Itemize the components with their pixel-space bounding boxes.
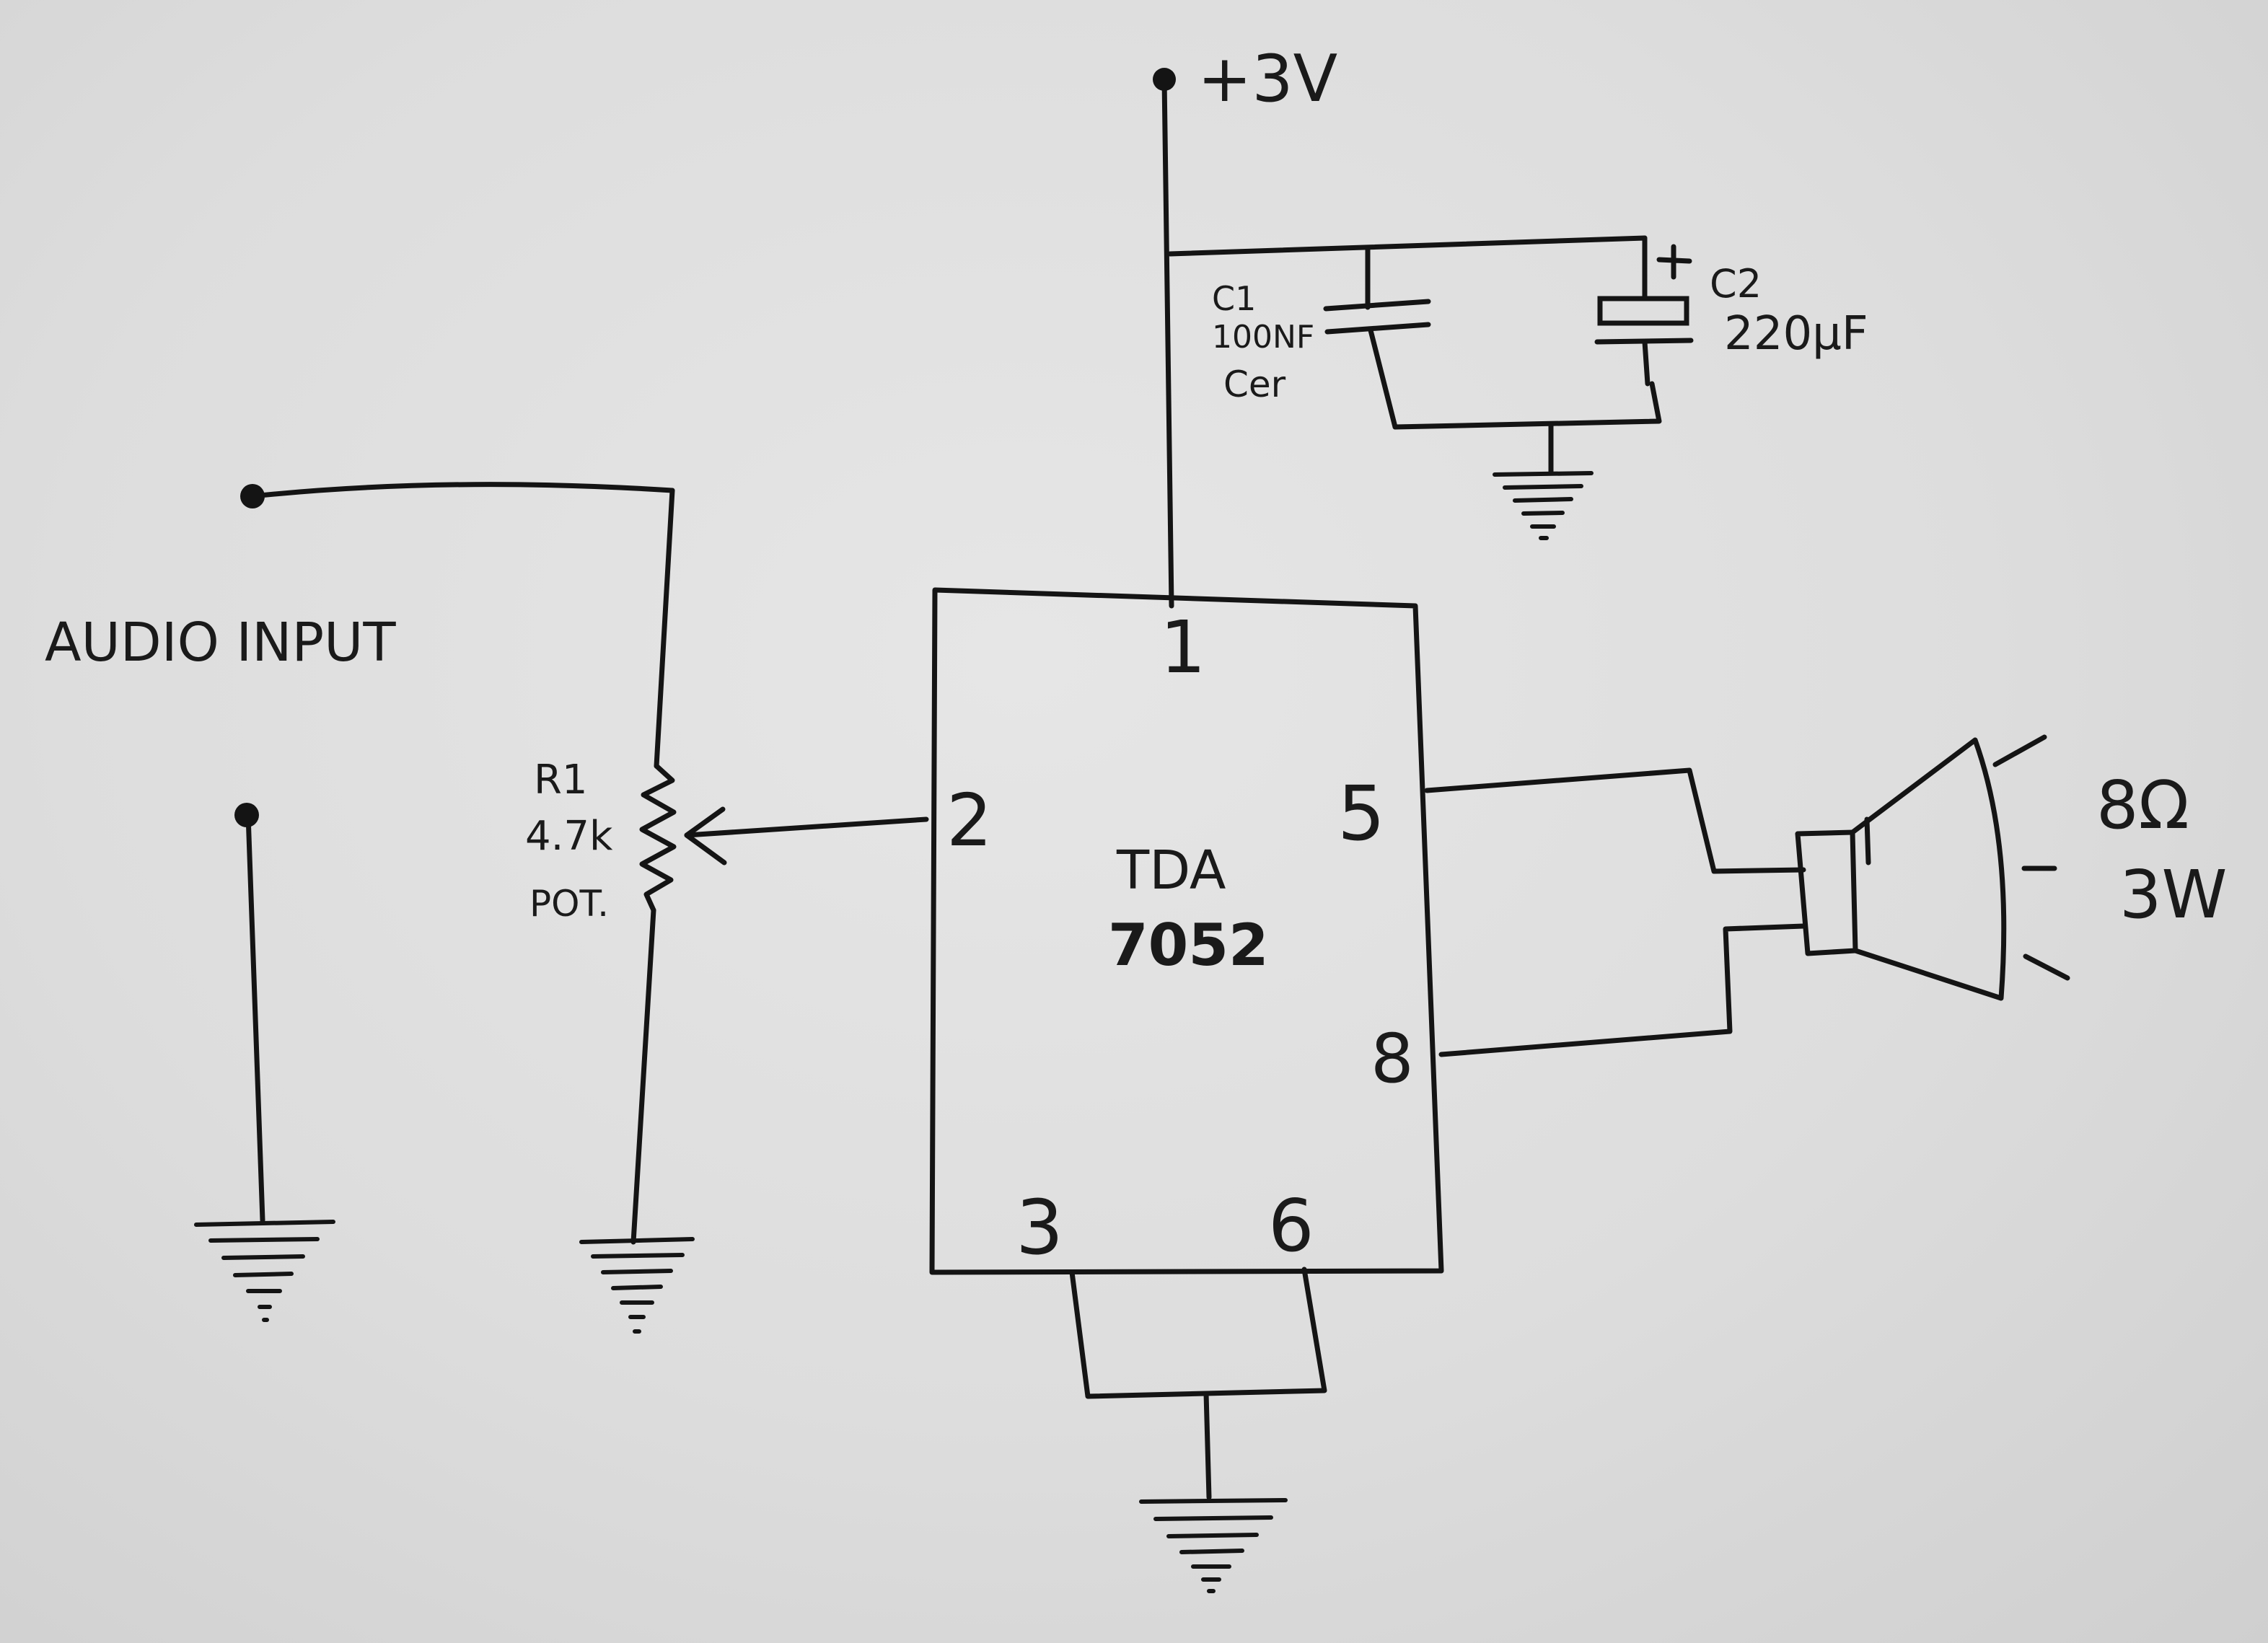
ic-body [929, 587, 1444, 1275]
pin-2-label: 2 [946, 778, 993, 863]
ic-name-line2: 7052 [1108, 912, 1269, 979]
pin-1-label: 1 [1160, 605, 1206, 690]
potentiometer-r1-symbol [579, 488, 695, 1334]
decoupling-ground [1392, 381, 1662, 540]
input-signal-wire [250, 482, 675, 499]
supply-label: +3V [1197, 41, 1337, 117]
pin-5-label: 5 [1337, 770, 1385, 858]
capacitor-c2-symbol [1594, 235, 1694, 387]
c1-type-label: Cer [1223, 364, 1286, 405]
r1-ref-label: R1 [534, 757, 588, 803]
wiper-arrow [684, 806, 929, 865]
r1-type-label: POT. [529, 883, 609, 925]
pin-3-label: 3 [1016, 1184, 1063, 1272]
audio-input-label: AUDIO INPUT [45, 612, 396, 674]
input-ground-wire [245, 812, 265, 1223]
input-ground-symbol [194, 1220, 335, 1322]
speaker-impedance-label: 8Ω [2096, 767, 2189, 844]
speaker-icon [1795, 734, 2070, 1001]
capacitor-c1-symbol [1323, 246, 1431, 430]
supply-rail [1153, 68, 1648, 609]
cap-top-bus [1167, 235, 1648, 257]
audio-input-terminals [194, 482, 675, 1322]
r1-value-label: 4.7k [525, 813, 613, 860]
pin-6-label: 6 [1268, 1184, 1314, 1268]
supply-wire [1161, 76, 1174, 609]
c1-ref-label: C1 [1212, 279, 1256, 318]
speaker-power-label: 3W [2119, 856, 2228, 933]
c2-value-label: 220µF [1724, 307, 1868, 361]
c1-value-label: 100NF [1212, 319, 1314, 356]
speaker-wiring [1424, 767, 1806, 1057]
c2-ref-label: C2 [1710, 261, 1762, 307]
ic-ground-connection [1069, 1267, 1327, 1593]
ic-name-line1: TDA [1116, 840, 1226, 902]
pin-8-label: 8 [1371, 1020, 1414, 1098]
